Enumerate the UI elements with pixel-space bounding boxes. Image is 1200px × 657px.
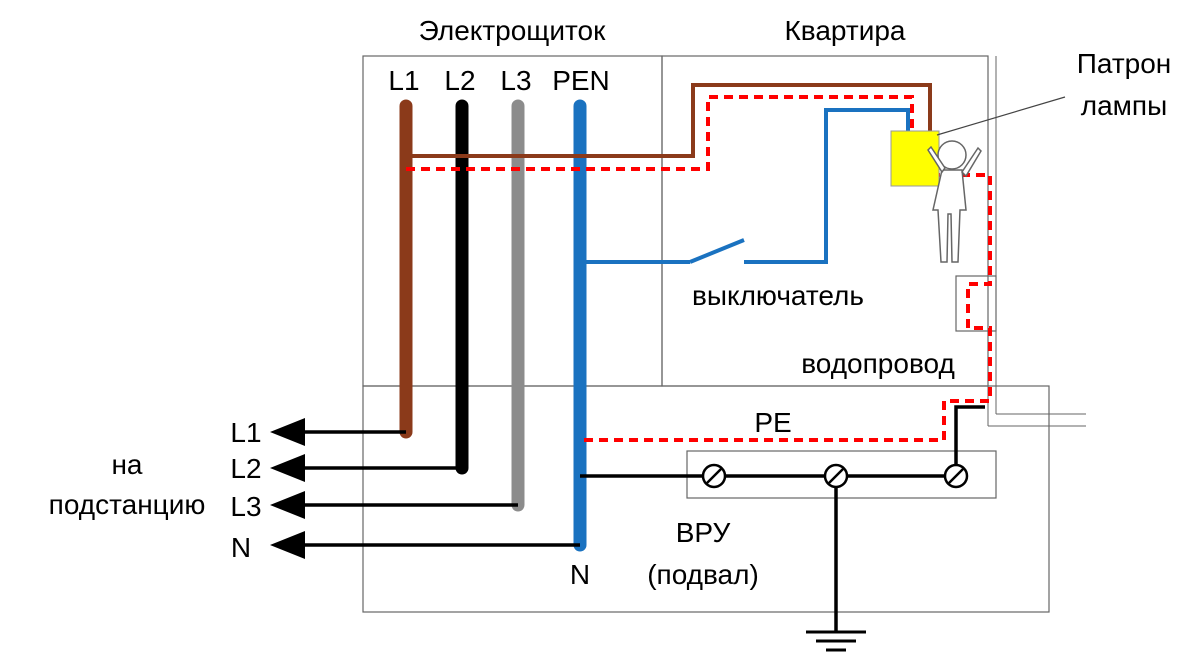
substation-label: на (111, 449, 142, 480)
lamp-label-2: лампы (1081, 90, 1167, 121)
lamp-socket (890, 130, 940, 187)
arrow-left-icon (270, 454, 305, 482)
terminal-screw (701, 463, 727, 489)
water-pipe (987, 56, 1086, 427)
person-icon (927, 140, 982, 263)
basement-frame (362, 385, 1050, 613)
terminal-screw (823, 463, 849, 489)
arrow-left-icon (270, 418, 305, 446)
switch-label: выключатель (692, 280, 864, 311)
vru-label-2: (подвал) (647, 559, 759, 590)
switch-contact (689, 238, 745, 264)
arrow-left-icon (270, 531, 305, 559)
substation-lines (298, 430, 580, 547)
output-label-l2: L2 (230, 453, 261, 484)
water-pipe-label: водопровод (801, 348, 955, 379)
output-label-l3: L3 (230, 491, 261, 522)
arrow-left-icon (270, 491, 305, 519)
conductor-label-l2: L2 (444, 65, 475, 96)
phase-wire (406, 83, 932, 158)
lamp-label: Патрон (1077, 48, 1172, 79)
water-pipe-section (955, 275, 997, 332)
output-label-l1: L1 (230, 417, 261, 448)
terminal-screw (943, 463, 969, 489)
conductor-label-pen: PEN (552, 65, 610, 96)
substation-label-2: подстанцию (49, 489, 206, 520)
arrow-icons (270, 418, 305, 559)
conductor-label-l1: L1 (388, 65, 419, 96)
switch-circuit (580, 108, 910, 264)
lamp-leader-line (936, 96, 1066, 136)
fault-current-path (406, 95, 992, 442)
basement-wiring (580, 405, 985, 632)
conductor-label-l3: L3 (500, 65, 531, 96)
vru-label: ВРУ (676, 517, 731, 548)
buses (399, 99, 587, 552)
neutral-label: N (570, 559, 590, 590)
pe-label: PE (754, 407, 791, 438)
ground-icon (806, 630, 866, 652)
vru-terminals (701, 463, 969, 489)
apartment-title: Квартира (784, 15, 905, 46)
panel-title: Электрощиток (419, 15, 606, 46)
output-label-n: N (231, 532, 251, 563)
